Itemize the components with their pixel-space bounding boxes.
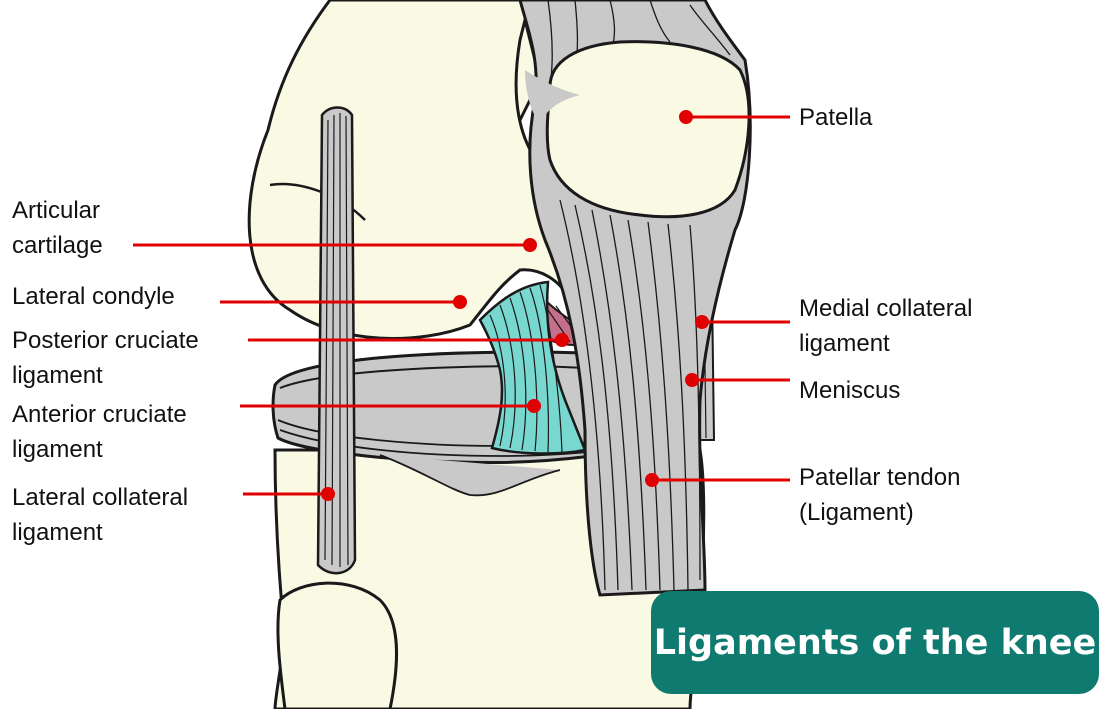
marker-meniscus	[685, 373, 699, 387]
marker-patellar-tendon	[645, 473, 659, 487]
marker-lateral-condyle	[453, 295, 467, 309]
label-articular-cartilage: Articular cartilage	[12, 193, 103, 263]
marker-lcl	[321, 487, 335, 501]
label-posterior-cruciate: Posterior cruciate ligament	[12, 323, 199, 393]
label-lateral-condyle: Lateral condyle	[12, 279, 175, 314]
marker-mcl	[695, 315, 709, 329]
marker-acl	[527, 399, 541, 413]
label-meniscus: Meniscus	[799, 373, 900, 408]
marker-pcl	[555, 333, 569, 347]
fibula	[278, 583, 397, 709]
diagram-title: Ligaments of the knee	[654, 623, 1097, 663]
marker-articular	[523, 238, 537, 252]
label-anterior-cruciate: Anterior cruciate ligament	[12, 397, 187, 467]
label-patella: Patella	[799, 100, 872, 135]
label-lateral-collateral: Lateral collateral ligament	[12, 480, 188, 550]
label-medial-collateral: Medial collateral ligament	[799, 291, 972, 361]
label-patellar-tendon: Patellar tendon (Ligament)	[799, 460, 960, 530]
title-badge: Ligaments of the knee	[651, 591, 1099, 694]
patella-bone	[547, 42, 749, 217]
marker-patella	[679, 110, 693, 124]
